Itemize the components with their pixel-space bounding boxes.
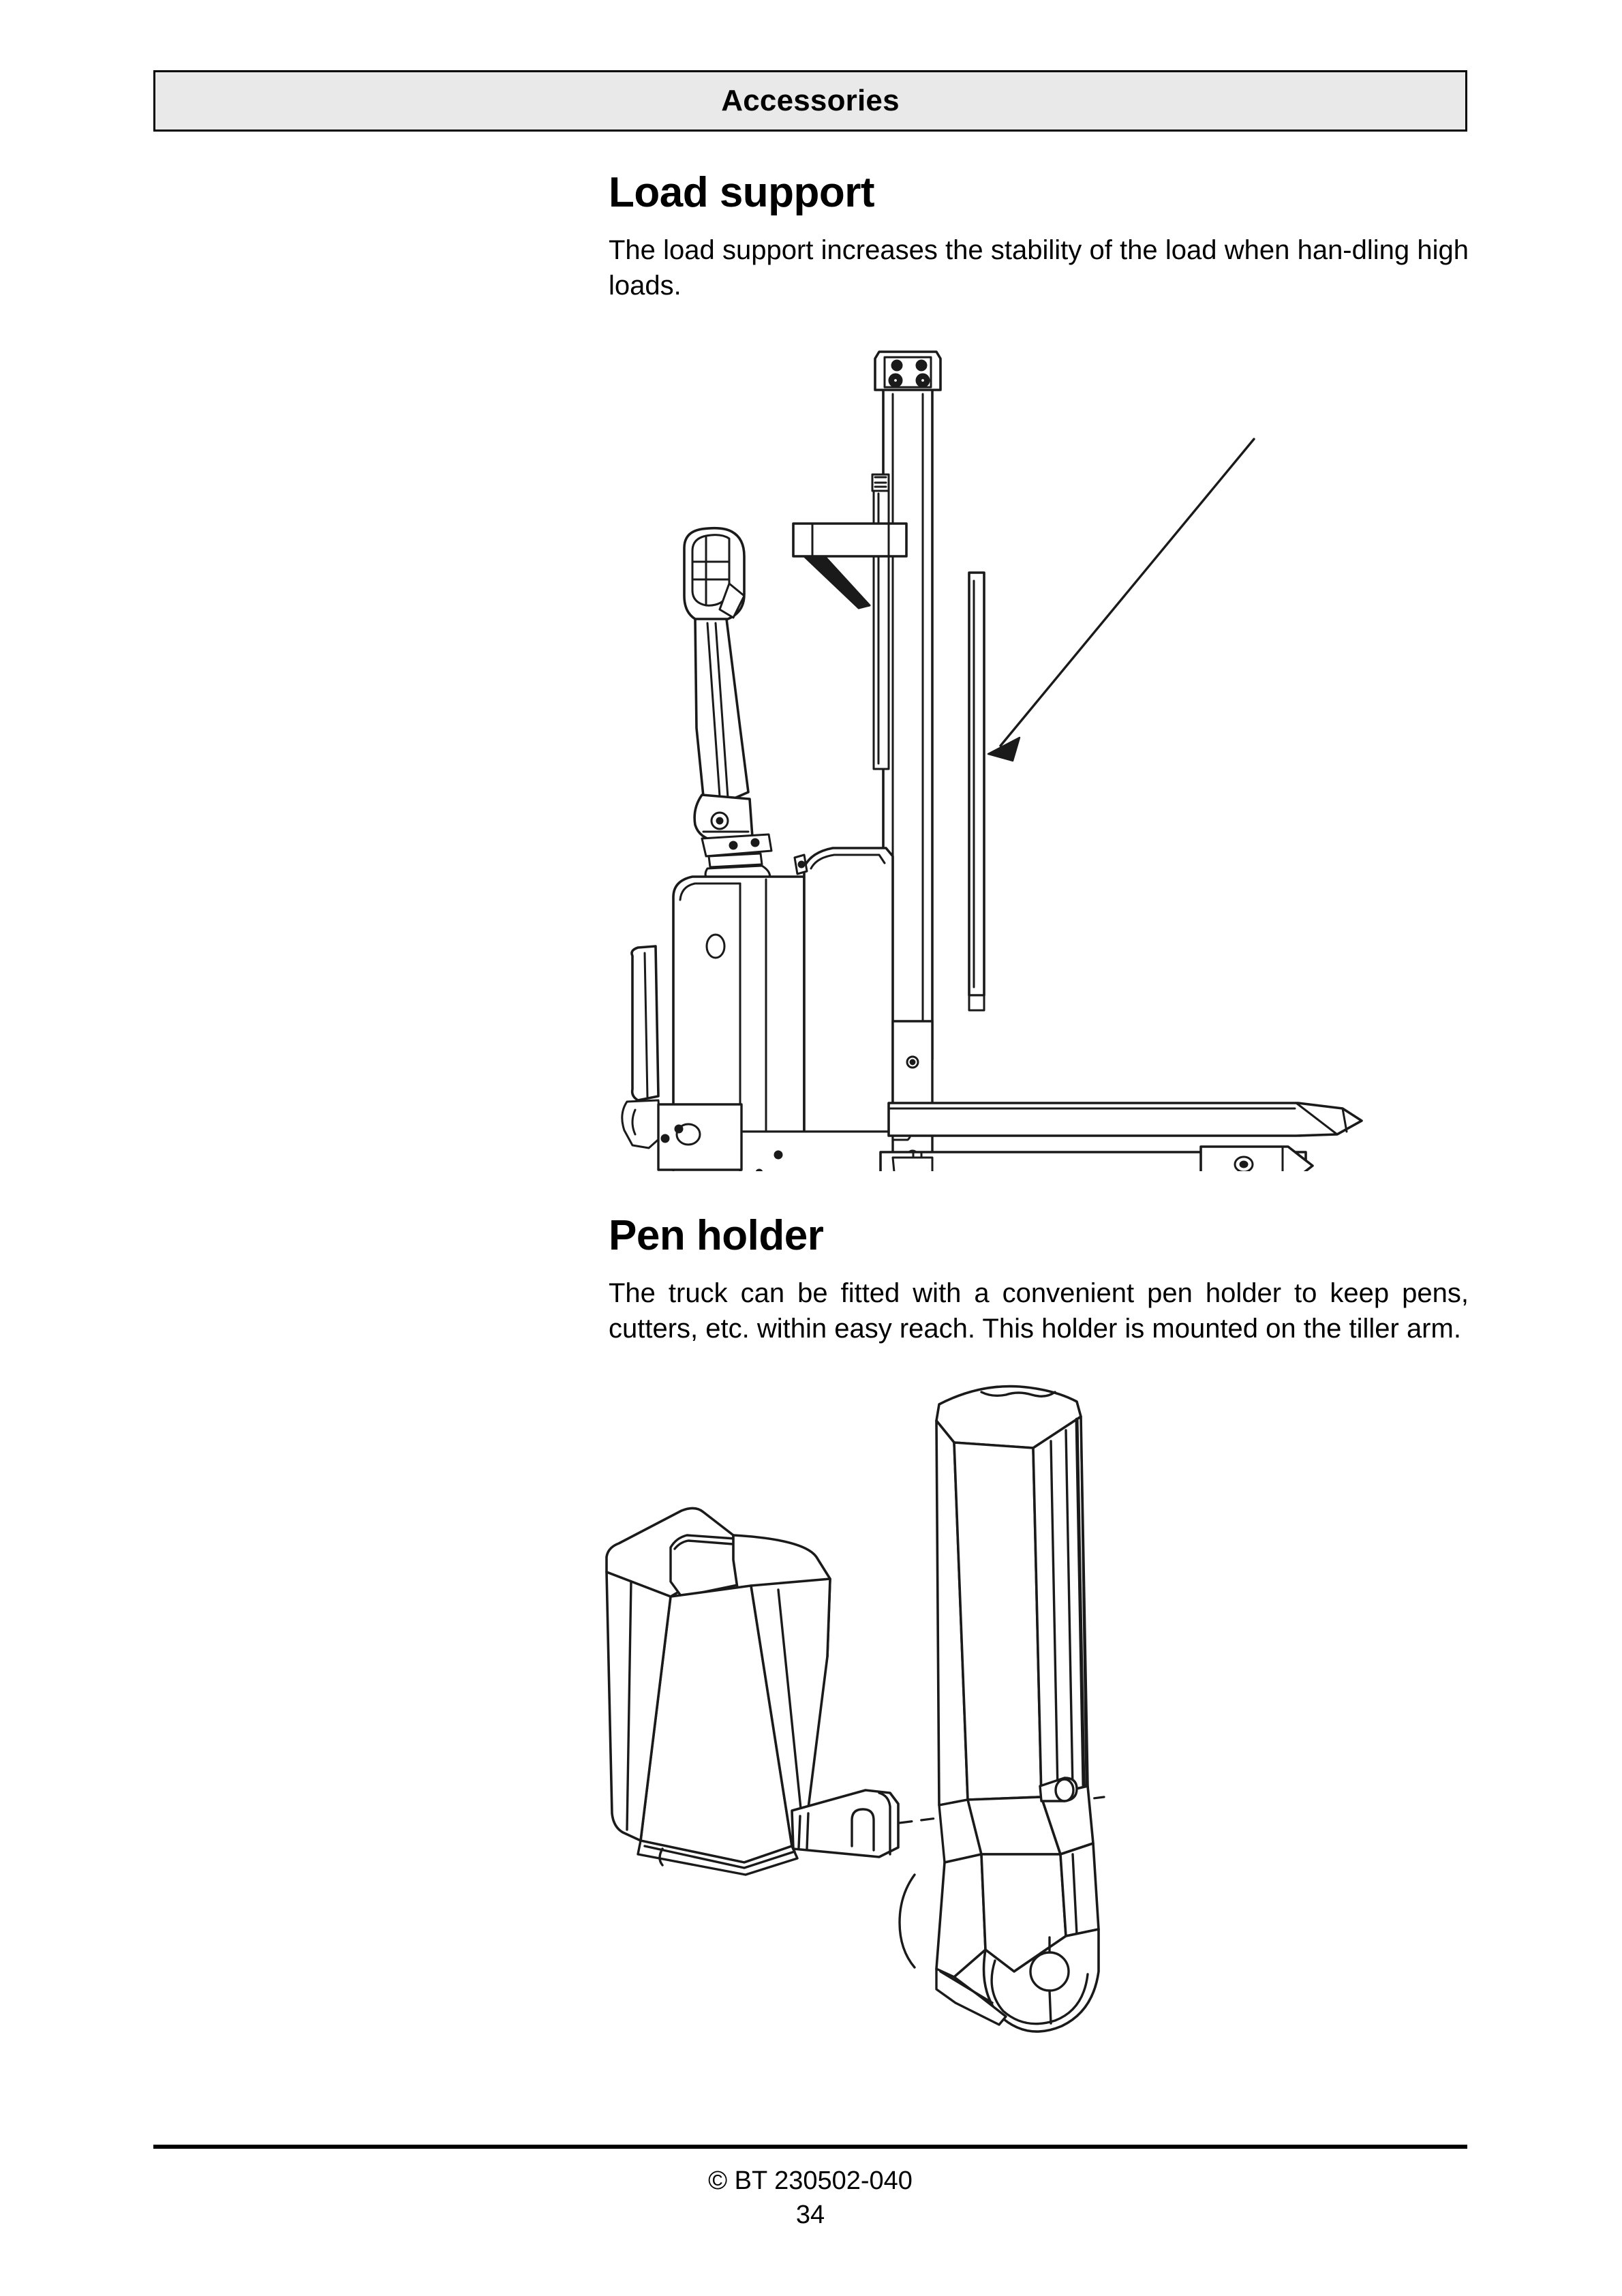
pen-holder-heading: Pen holder — [609, 1212, 824, 1259]
running-header-title: Accessories — [721, 84, 900, 117]
pen-holder-body-text: The truck can be fitted with a convenien… — [609, 1278, 1469, 1344]
pen-holder-illustration — [605, 1385, 1105, 2033]
load-support-body-text: The load support increases the stability… — [609, 235, 1469, 301]
tiller-arm — [683, 526, 773, 900]
load-support-bar — [968, 571, 985, 1012]
tiller-arm-pivot — [898, 1842, 1100, 2033]
chassis-bridge — [891, 1156, 934, 1171]
section-pen-holder: Pen holder The truck can be fitted with … — [609, 1213, 1469, 1346]
footer-copyright: © BT 230502-040 — [708, 2166, 913, 2195]
load-support-figure — [600, 319, 1499, 1171]
pen-holder-figure — [600, 1377, 1349, 2100]
tiller-arm-column — [935, 1385, 1095, 1864]
rear-bumper — [621, 945, 743, 1171]
running-header: Accessories — [153, 70, 1467, 132]
assembly-dashed-line — [898, 1796, 1105, 1824]
pen-holder-cup — [605, 1507, 831, 1876]
mast-crossbar — [792, 522, 908, 609]
load-support-illustration — [621, 350, 1363, 1171]
bracket-mounting-pin — [1039, 1777, 1078, 1802]
load-support-heading: Load support — [609, 169, 875, 216]
footer-page-number: 34 — [795, 2201, 825, 2229]
fork-assembly — [879, 1020, 1363, 1171]
footer-rule — [153, 2145, 1467, 2149]
section-load-support: Load support The load support increases … — [609, 170, 1469, 303]
pen-holder-bracket — [791, 1789, 900, 1858]
load-support-leader — [987, 438, 1255, 762]
